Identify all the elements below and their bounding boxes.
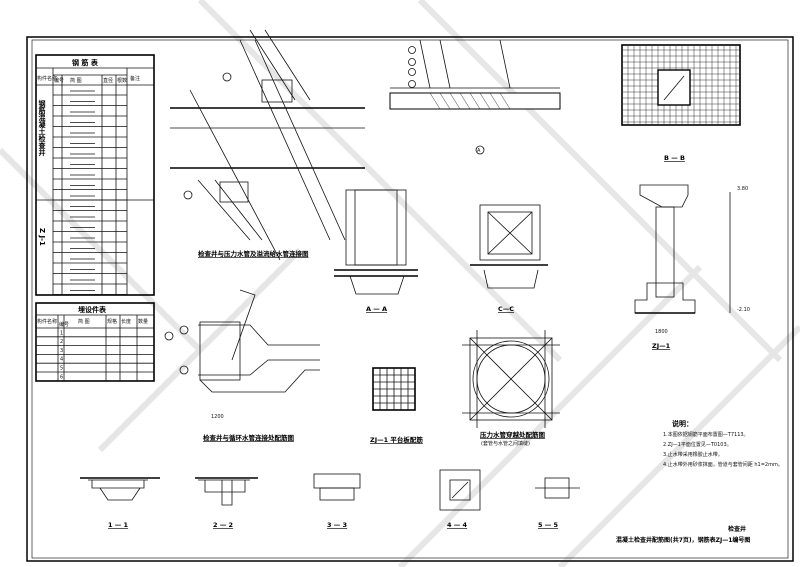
note-item: 2.ZJ—1平面位置见—T0103。 — [663, 441, 732, 448]
note-item: 3.止水带采用橡胶止水带。 — [663, 451, 723, 458]
rebar-table-title: 钢 筋 表 — [72, 58, 99, 67]
caption-top-pipe: 检查井与压力水管及溢流给水管连接图 — [198, 249, 309, 258]
section-2-2: 2 — 2 — [195, 477, 258, 529]
section-4-4: 4 — 4 — [439, 469, 481, 529]
title-block-label: 检查井 — [728, 525, 746, 533]
section-b-b: B — B — [621, 44, 741, 162]
embed-header-spec: 规格 — [107, 318, 117, 325]
dimension-width: 1800 — [655, 329, 668, 335]
notes: 说明： 1.本图依据钢筋平面布置图—T7113。 2.ZJ—1平面位置见—T01… — [663, 419, 783, 468]
title-block: 检查井 混凝土检查井配筋图(共7页)，钢筋表ZJ—1编号图 — [616, 525, 750, 544]
embed-header-sketch: 简 图 — [78, 318, 90, 325]
caption-section-5: 5 — 5 — [538, 521, 559, 529]
embed-table-title: 埋设件表 — [78, 305, 107, 314]
embed-header-number: 编号 — [59, 321, 69, 328]
section-a-a: A — A — [334, 189, 418, 313]
rebar-header-sketch: 简 图 — [70, 77, 82, 84]
waterstop-detail: A — [389, 39, 561, 155]
dimension-width: 1200 — [211, 414, 224, 420]
title-block-text: 混凝土检查井配筋图(共7页)，钢筋表ZJ—1编号图 — [616, 536, 750, 544]
caption-section-b: B — B — [664, 154, 685, 162]
caption-section-1: 1 — 1 — [108, 521, 129, 529]
caption-zj1-plate: ZJ—1 平台板配筋 — [370, 435, 423, 444]
embed-table: 埋设件表 构件名称 编号 简 图 规格 长度 数量 1 2 3 4 5 6 — [35, 302, 155, 382]
caption-ring: 压力水管穿越处配筋图 — [480, 430, 546, 439]
drawing-frame — [26, 36, 794, 562]
pipe-connection-detail-mid: 1200 检查井与循环水管连接处配筋图 — [164, 289, 320, 442]
elevation-bottom: -2.10 — [737, 307, 750, 313]
rebar-group-label: Z J-1 — [38, 228, 46, 246]
note-item: 1.本图依据钢筋平面布置图—T7113。 — [663, 431, 749, 438]
caption-section-4: 4 — 4 — [447, 521, 468, 529]
caption-section-2: 2 — 2 — [213, 521, 233, 529]
embed-row-number: 6 — [60, 374, 63, 380]
caption-section-c: C—C — [498, 305, 514, 313]
embed-header-qty: 数量 — [138, 318, 148, 325]
embed-row-number: 5 — [60, 366, 63, 372]
inner-frame — [31, 39, 789, 559]
rebar-header-count: 根数 — [117, 77, 127, 84]
rebar-table: 钢 筋 表 构件名称 编号 简 图 直径 根数 备注 钢筋混凝土检查井 Z J-… — [35, 54, 155, 296]
rebar-group-label: 钢筋混凝土检查井 — [38, 99, 47, 157]
embed-row-number: 2 — [60, 339, 63, 345]
section-c-c: C—C — [470, 204, 548, 313]
ring-reinforcement-detail: 压力水管穿越处配筋图 (套管与水管之间填缝) — [462, 330, 560, 447]
embed-row-number: 3 — [60, 348, 63, 354]
caption-section-a: A — A — [366, 305, 387, 313]
zj1-plate-detail: ZJ—1 平台板配筋 — [370, 367, 423, 444]
section-1-1: 1 — 1 — [80, 477, 160, 529]
pipe-connection-detail-top: 检查井与压力水管及溢流给水管连接图 — [170, 29, 365, 261]
elevation-top: 3.80 — [737, 186, 748, 192]
embed-header-component: 构件名称 — [37, 318, 57, 325]
embed-row-number: 4 — [60, 357, 63, 363]
notes-title: 说明： — [672, 419, 693, 428]
embed-header-length: 长度 — [121, 318, 131, 325]
section-5-5: 5 — 5 — [535, 477, 580, 529]
section-3-3: 3 — 3 — [313, 473, 361, 529]
caption-zj1: ZJ—1 — [652, 342, 671, 350]
caption-mid-pipe: 检查井与循环水管连接处配筋图 — [203, 433, 295, 442]
note-item: 4.止水带外用砂浆抹面，管道与套管间距 h1=2mm。 — [663, 461, 783, 468]
zj1-column-detail: 3.80 -2.10 1800 ZJ—1 — [634, 184, 750, 350]
rebar-header-component: 构件名称 — [37, 75, 57, 82]
rebar-header-diameter: 直径 — [103, 77, 113, 84]
embed-row-number: 1 — [60, 330, 63, 336]
rebar-header-remark: 备注 — [130, 75, 140, 82]
caption-section-3: 3 — 3 — [327, 521, 347, 529]
caption-ring-sub: (套管与水管之间填缝) — [481, 440, 530, 447]
detail-marker-a: A — [477, 148, 481, 154]
rebar-header-number: 编号 — [54, 77, 64, 84]
